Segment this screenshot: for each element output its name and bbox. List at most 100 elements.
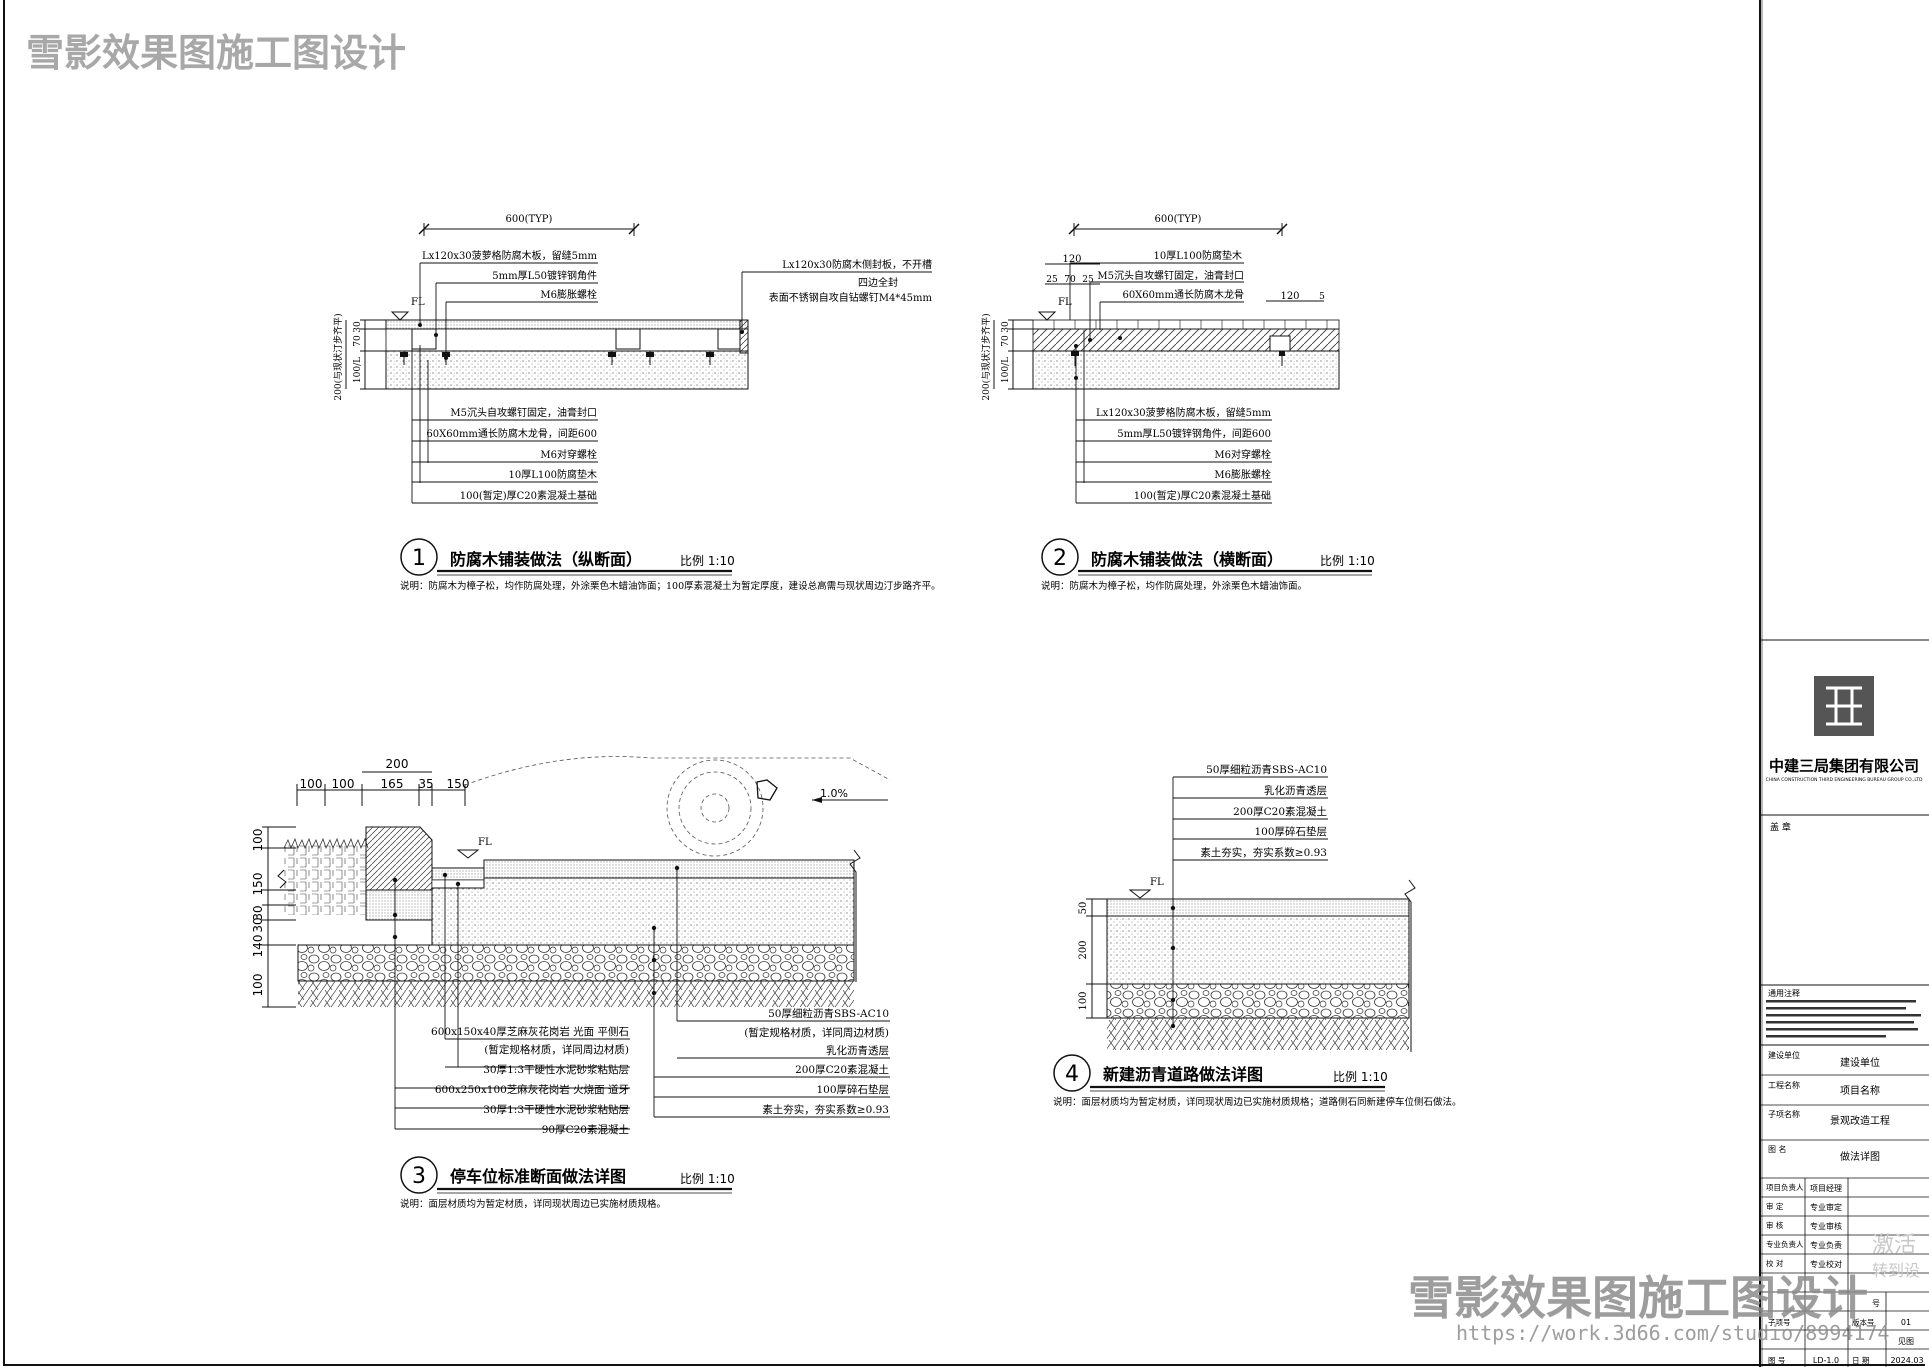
d3-dim-35: 35: [418, 777, 433, 791]
d2-label-bottom-3: M6对穿螺栓: [1214, 448, 1271, 461]
detail-1-longitudinal-section: 600(TYP) FL 30 70 100/L 200(与现状汀步齐平): [332, 214, 941, 592]
detail-3-parking-section: 100 100 165 35 150 200 1.0% 1.0%: [251, 756, 891, 1210]
faint-text-2: 转到设: [1872, 1261, 1920, 1280]
d1-vdim-70: 70: [353, 335, 363, 347]
title-block: 中建三局集团有限公司 CHINA CONSTRUCTION THIRD ENGI…: [1759, 0, 1929, 1367]
d4-note: 说明：面层材质均为暂定材质，详同现状周边已实施材质规格；道路侧石同新建停车位侧石…: [1053, 1096, 1462, 1108]
d3-vdim-30a: 30: [251, 905, 265, 920]
d3-label-left-5: 30厚1:3干硬性水泥砂浆粘贴层: [483, 1103, 629, 1116]
watermark-top: 雪影效果图施工图设计: [26, 31, 407, 75]
tb-version: 01: [1901, 1318, 1911, 1327]
d2-label-bottom-5: 100(暂定)厚C20素混凝土基础: [1134, 489, 1271, 502]
tb-date: 2024.03: [1890, 1356, 1923, 1365]
d3-dim-200: 200: [386, 757, 409, 771]
d1-label-bottom-4: 10厚L100防腐垫木: [509, 468, 597, 481]
d4-vdim-50: 50: [1078, 902, 1089, 915]
d3-label-right-4: 200厚C20素混凝土: [795, 1063, 889, 1076]
d3-label-left-3: 30厚1:3干硬性水泥砂浆粘贴层: [483, 1063, 629, 1076]
d2-number: 2: [1053, 546, 1067, 571]
d2-label-top-2: M5沉头自攻螺钉固定，油膏封口: [1097, 269, 1244, 282]
d2-dim-120a: 120: [1062, 254, 1081, 265]
tb-sign-1-value: 项目经理: [1810, 1183, 1842, 1193]
d3-vdim-100a: 100: [251, 829, 265, 852]
d3-number: 3: [412, 1164, 426, 1189]
d3-note: 说明：面层材质均为暂定材质，详同现状周边已实施材质规格。: [400, 1198, 666, 1210]
tb-sign-1-label: 项目负责人: [1766, 1182, 1804, 1192]
sheet-border: [3, 0, 1925, 1366]
d1-number: 1: [412, 546, 426, 571]
d1-label-top-3: M6膨胀螺栓: [540, 288, 597, 301]
d2-vdim-30: 30: [1001, 321, 1011, 333]
d3-vdim-100b: 100: [251, 974, 265, 997]
d3-dim-150: 150: [447, 777, 470, 791]
tb-sign-3-label: 审 核: [1766, 1220, 1784, 1230]
tb-see: 见图: [1898, 1337, 1914, 1346]
d2-label-bottom-2: 5mm厚L50镀锌钢角件，间距600: [1117, 427, 1271, 440]
watermark-bottom: 雪影效果图施工图设计: [1408, 1271, 1868, 1325]
d3-vdim-30b: 30: [251, 917, 265, 932]
d4-title: 新建沥青道路做法详图: [1103, 1065, 1263, 1084]
d2-scale: 比例 1:10: [1320, 554, 1375, 568]
d1-fl: FL: [411, 297, 425, 308]
tb-sign-2-value: 专业审定: [1810, 1202, 1842, 1212]
d3-scale: 比例 1:10: [680, 1172, 735, 1186]
faint-text-1: 激活: [1872, 1233, 1916, 1258]
d2-dim-120b: 120: [1280, 291, 1299, 302]
d1-label-top-1: Lx120x30菠萝格防腐木板，留缝5mm: [422, 249, 598, 262]
d2-dim-5: 5: [1319, 292, 1325, 302]
tb-row-4-value: 做法详图: [1840, 1150, 1880, 1163]
d4-fl: FL: [1150, 877, 1164, 888]
d2-label-bottom-4: M6膨胀螺栓: [1214, 468, 1271, 481]
d3-label-right-5: 100厚碎石垫层: [816, 1083, 889, 1096]
d3-dim-165: 165: [381, 777, 404, 791]
d1-label-top-2: 5mm厚L50镀锌钢角件: [492, 269, 597, 282]
tb-sheet-no: LD-1.0: [1813, 1356, 1839, 1365]
d1-note: 说明：防腐木为樟子松，均作防腐处理，外涂栗色木蜡油饰面；100厚素混凝土为暂定厚…: [400, 580, 941, 592]
d2-dim-top: 600(TYP): [1155, 214, 1202, 225]
tb-sign-5-value: 专业校对: [1810, 1259, 1842, 1269]
d1-dim-top: 600(TYP): [506, 214, 553, 225]
tb-sheet-label: 图 号: [1768, 1356, 1785, 1365]
tb-sign-5-label: 校 对: [1766, 1258, 1784, 1268]
d2-note: 说明：防腐木为樟子松，均作防腐处理，外涂栗色木蜡油饰面。: [1041, 580, 1307, 592]
d1-scale: 比例 1:10: [680, 554, 735, 568]
d4-number: 4: [1065, 1062, 1079, 1087]
tb-row-1-value: 建设单位: [1840, 1056, 1880, 1069]
d4-scale: 比例 1:10: [1333, 1070, 1388, 1084]
d4-label-2: 乳化沥青透层: [1264, 784, 1327, 797]
d1-vdim-30: 30: [353, 321, 363, 333]
d4-label-5: 素土夯实，夯实系数≥0.93: [1200, 846, 1327, 859]
d3-label-left-4: 600x250x100芝麻灰花岗岩 火烧面 道牙: [435, 1083, 629, 1096]
d2-label-top-3: 60X60mm通长防腐木龙骨: [1122, 288, 1244, 301]
d3-dim-100b: 100: [332, 777, 355, 791]
d1-label-bottom-2: 60X60mm通长防腐木龙骨，间距600: [426, 427, 597, 440]
detail-2-cross-section: 600(TYP) 120 25 70 25 120 5 FL 30 70 100…: [980, 214, 1375, 592]
tb-subno-label: 子项号: [1768, 1318, 1791, 1327]
tb-row-3-value: 景观改造工程: [1830, 1114, 1890, 1127]
d2-label-bottom-1: Lx120x30菠萝格防腐木板，留缝5mm: [1096, 406, 1272, 419]
d2-title: 防腐木铺装做法（横断面）: [1091, 550, 1283, 569]
d3-label-right-1: 50厚细粒沥青SBS-AC10: [768, 1007, 889, 1020]
watermark-url: https://work.3d66.com/studio/8994174: [1456, 1321, 1890, 1345]
d3-slope-label: 1.0%: [820, 787, 848, 800]
d4-label-4: 100厚碎石垫层: [1254, 825, 1327, 838]
d4-label-3: 200厚C20素混凝土: [1233, 805, 1327, 818]
d2-fl: FL: [1058, 297, 1072, 308]
d3-label-left-2: (暂定规格材质，详同周边材质): [484, 1043, 629, 1056]
tb-row-2-label: 工程名称: [1768, 1080, 1800, 1090]
detail-4-asphalt-road: FL 50 200 100 50厚细粒沥青SBS-AC10 乳化沥青透层 200…: [1053, 763, 1462, 1108]
tb-version-label: 版本号: [1852, 1317, 1875, 1327]
tb-row-4-label: 图 名: [1768, 1144, 1787, 1154]
d1-title: 防腐木铺装做法（纵断面）: [450, 550, 642, 569]
d3-label-left-1: 600x150x40厚芝麻灰花岗岩 光面 平侧石: [431, 1025, 629, 1038]
d1-label-right-1: Lx120x30防腐木侧封板，不开槽: [782, 258, 932, 271]
d2-vdim-70: 70: [1001, 335, 1011, 347]
d1-label-bottom-5: 100(暂定)厚C20素混凝土基础: [460, 489, 597, 502]
d1-label-right-3: 表面不锈钢自攻自钻螺钉M4*45mm: [769, 291, 933, 304]
company-name: 中建三局集团有限公司: [1769, 757, 1919, 775]
seal-label: 盖 章: [1770, 821, 1791, 833]
d3-title: 停车位标准断面做法详图: [450, 1167, 626, 1186]
d2-dim-25a: 25: [1046, 275, 1058, 285]
tb-row-2-value: 项目名称: [1840, 1084, 1880, 1097]
